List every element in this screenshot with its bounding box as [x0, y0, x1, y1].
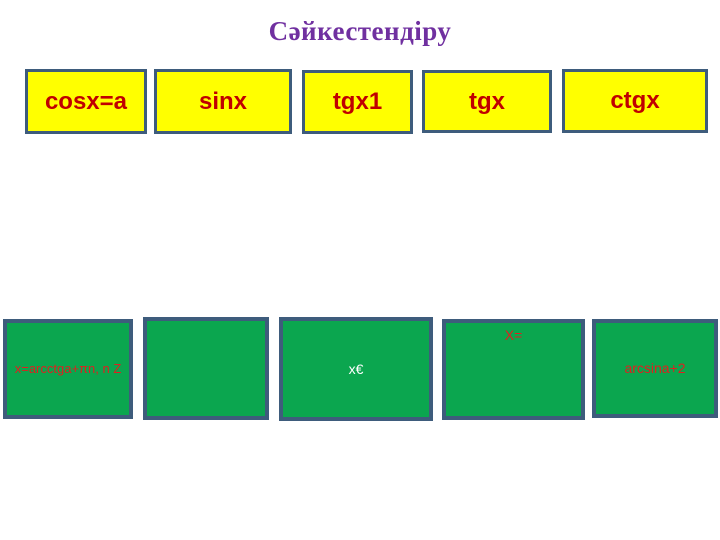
- term-card-label: sinx: [198, 87, 248, 115]
- answer-card-x-element[interactable]: x€: [279, 317, 433, 421]
- answer-card-label: x€: [348, 360, 364, 377]
- term-card-cosx[interactable]: cosx=a: [25, 69, 147, 134]
- answer-card-label: X=: [504, 327, 523, 343]
- term-card-ctgx[interactable]: ctgx: [562, 69, 708, 133]
- term-card-label: ctgx: [610, 87, 660, 114]
- term-card-tgx1[interactable]: tgx1: [302, 70, 413, 134]
- term-card-label: cosx=a: [44, 87, 128, 115]
- answer-card-arcctg[interactable]: x=arcctga+πn, n Z: [3, 319, 133, 419]
- term-card-label: tgx: [469, 87, 505, 115]
- term-card-label: tgx1: [332, 88, 383, 115]
- slide-title: Сәйкестендіру: [268, 16, 452, 46]
- answer-card-label: arcsina+2: [624, 360, 686, 377]
- answer-card-empty[interactable]: [143, 317, 269, 420]
- term-card-tgx[interactable]: tgx: [422, 70, 552, 133]
- answer-card-x-equals[interactable]: X=: [442, 319, 585, 420]
- term-card-sinx[interactable]: sinx: [154, 69, 292, 134]
- answer-card-label: x=arcctga+πn, n Z: [14, 360, 122, 376]
- answer-card-arcsina[interactable]: arcsina+2: [592, 319, 718, 418]
